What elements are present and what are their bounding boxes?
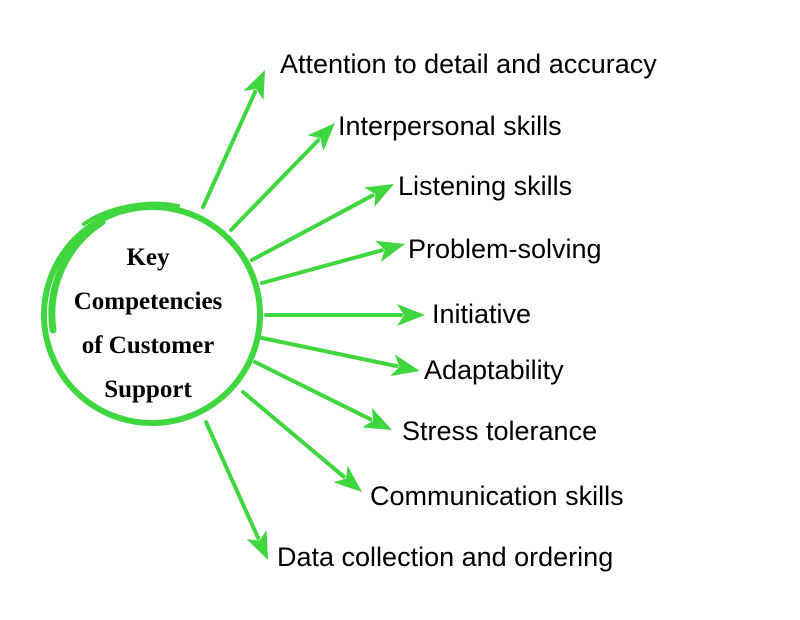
center-title-line-4: Support: [104, 376, 192, 403]
arrow-shaft: [201, 89, 258, 209]
competency-label-1: Attention to detail and accuracy: [280, 49, 657, 79]
arrow-5: [264, 304, 425, 326]
arrow-4: [260, 240, 405, 285]
arrow-shaft: [250, 193, 375, 262]
competency-label-7: Stress tolerance: [402, 416, 598, 446]
center-title-line-1: Key: [126, 244, 170, 271]
central-circle: [41, 201, 263, 426]
arrow-1: [201, 70, 265, 209]
arrow-head: [375, 240, 405, 262]
arrow-shaft: [229, 138, 321, 232]
arrow-9: [204, 420, 268, 560]
competency-label-2: Interpersonal skills: [338, 111, 562, 141]
arrow-2: [229, 123, 335, 232]
arrow-7: [253, 360, 392, 430]
arrow-head: [362, 407, 392, 430]
center-title: Key Competencies of Customer Support: [48, 236, 248, 412]
arrow-shaft: [253, 360, 373, 422]
competency-label-4: Problem-solving: [408, 234, 602, 264]
arrow-shaft: [241, 390, 346, 479]
competency-label-8: Communication skills: [370, 481, 624, 511]
competency-label-6: Adaptability: [424, 355, 564, 385]
arrow-head: [390, 354, 420, 376]
arrow-shaft: [260, 248, 384, 285]
arrow-3: [250, 184, 394, 262]
arrow-shaft: [260, 336, 399, 369]
arrow-8: [241, 390, 362, 492]
arrow-head: [333, 465, 362, 492]
arrow-6: [260, 336, 420, 376]
arrow-head: [364, 184, 394, 207]
arrow-head: [397, 304, 425, 326]
arrow-head: [243, 70, 265, 100]
arrow-group: [201, 70, 425, 560]
competency-label-3: Listening skills: [398, 171, 573, 201]
arrow-head: [246, 530, 268, 560]
center-title-line-3: of Customer: [81, 332, 215, 359]
arrow-shaft: [204, 420, 261, 541]
competency-label-9: Data collection and ordering: [277, 542, 614, 572]
center-title-line-2: Competencies: [73, 288, 223, 315]
competency-label-5: Initiative: [432, 299, 532, 329]
arrow-head: [307, 123, 335, 151]
